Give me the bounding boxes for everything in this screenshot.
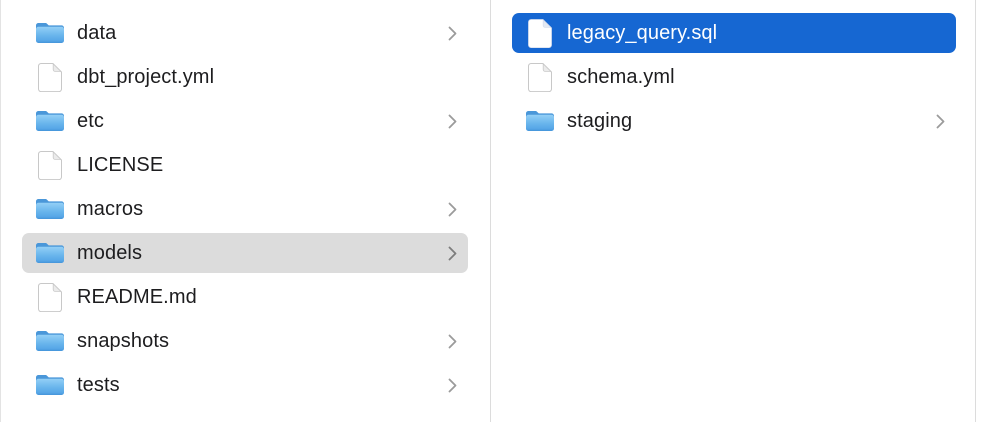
item-name-label: LICENSE <box>77 154 164 176</box>
chevron-right-icon <box>448 378 457 393</box>
chevron-right-icon <box>448 26 457 41</box>
folder-icon <box>35 372 65 398</box>
row-etc[interactable]: etc <box>22 101 468 141</box>
folder-icon <box>35 196 65 222</box>
document-icon <box>35 150 65 180</box>
row-legacy-query-sql-selected[interactable]: legacy_query.sql <box>512 13 956 53</box>
row-staging[interactable]: staging <box>512 101 956 141</box>
item-name-label: README.md <box>77 286 197 308</box>
row-dbt-project-yml[interactable]: dbt_project.yml <box>22 57 468 97</box>
row-schema-yml[interactable]: schema.yml <box>512 57 956 97</box>
folder-icon <box>35 20 65 46</box>
next-column-empty <box>976 0 984 422</box>
item-name-label: data <box>77 22 117 44</box>
row-tests[interactable]: tests <box>22 365 468 405</box>
document-icon <box>35 282 65 312</box>
row-data[interactable]: data <box>22 13 468 53</box>
item-name-label: tests <box>77 374 120 396</box>
folder-icon <box>525 108 555 134</box>
item-name-label: snapshots <box>77 330 170 352</box>
row-snapshots[interactable]: snapshots <box>22 321 468 361</box>
item-name-label: models <box>77 242 143 264</box>
item-name-label: dbt_project.yml <box>77 66 215 88</box>
item-name-label: macros <box>77 198 144 220</box>
item-name-label: staging <box>567 110 633 132</box>
file-column-left: data dbt_project.yml etc LICENSE <box>1 0 491 422</box>
item-name-label: legacy_query.sql <box>567 22 718 44</box>
chevron-right-icon <box>448 202 457 217</box>
file-column-right: legacy_query.sql schema.yml staging <box>491 0 976 422</box>
item-name-label: etc <box>77 110 104 132</box>
item-name-label: schema.yml <box>567 66 675 88</box>
chevron-right-icon <box>448 114 457 129</box>
chevron-right-icon <box>448 334 457 349</box>
document-icon <box>35 62 65 92</box>
row-license[interactable]: LICENSE <box>22 145 468 185</box>
folder-icon <box>35 108 65 134</box>
folder-icon <box>35 240 65 266</box>
chevron-right-icon <box>448 246 457 261</box>
row-models-selected[interactable]: models <box>22 233 468 273</box>
document-icon <box>525 18 555 48</box>
chevron-right-icon <box>936 114 945 129</box>
row-macros[interactable]: macros <box>22 189 468 229</box>
folder-icon <box>35 328 65 354</box>
document-icon <box>525 62 555 92</box>
row-readme-md[interactable]: README.md <box>22 277 468 317</box>
